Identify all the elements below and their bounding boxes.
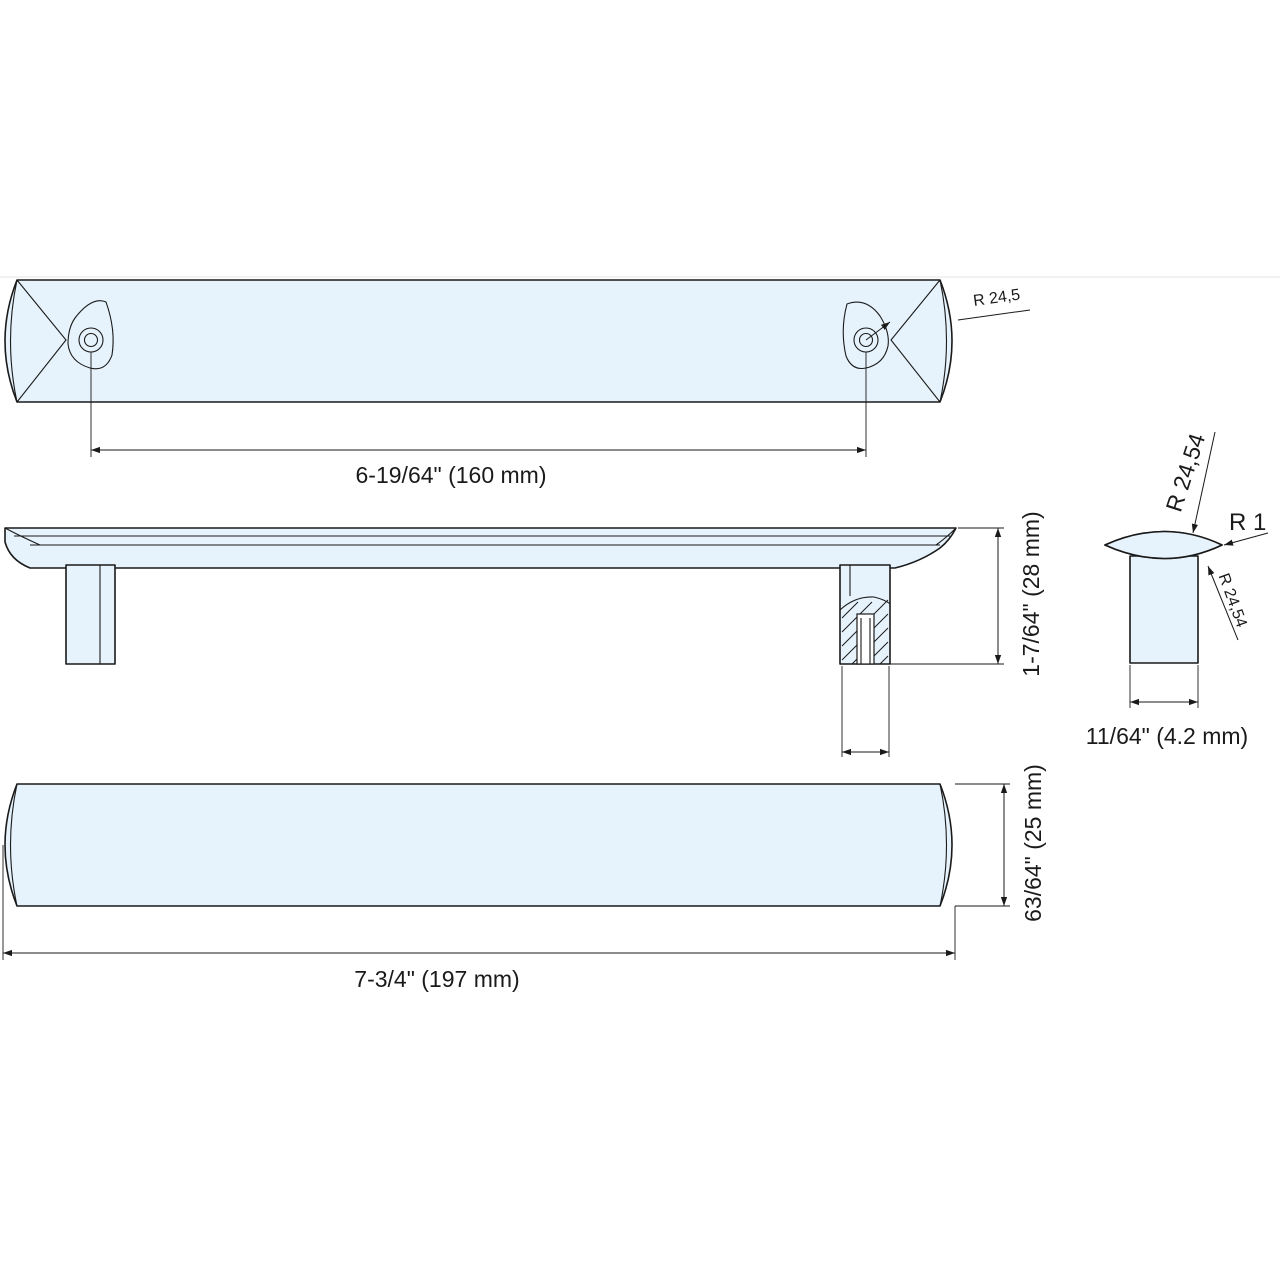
end-radius-leader — [957, 309, 1031, 321]
top-view-outline — [4, 279, 953, 403]
side-radius-label: R 24,54 — [1215, 571, 1250, 630]
bottom-view-outline — [4, 783, 953, 907]
side-radius-leader — [1207, 565, 1239, 641]
side-view: 1-7/64" (28 mm) — [4, 511, 1044, 757]
bottom-view-right-edge — [939, 783, 948, 907]
bottom-view: 63/64" (25 mm) 7-3/4" (197 mm) — [2, 764, 1046, 992]
threaded-insert — [856, 613, 875, 665]
edge-radius-leader — [1223, 532, 1269, 546]
width-label: 63/64" (25 mm) — [1020, 764, 1046, 922]
cross-section-leg — [1129, 555, 1199, 664]
cross-section-outline — [1104, 530, 1223, 560]
hole-spacing-label: 6-19/64" (160 mm) — [356, 462, 547, 488]
bottom-view-left-edge — [9, 783, 18, 907]
cross-section-view: R 24,54 R 1 R 24,54 11/64" (4.2 mm) — [1086, 430, 1269, 749]
top-radius-label: R 24,54 — [1161, 430, 1211, 515]
height-label: 1-7/64" (28 mm) — [1018, 511, 1044, 676]
left-mounting-boss — [67, 300, 114, 370]
overall-length-label: 7-3/4" (197 mm) — [354, 966, 519, 992]
edge-radius-label: R 1 — [1229, 509, 1266, 536]
side-view-left-tip — [4, 527, 41, 546]
top-view-right-facet — [890, 279, 948, 403]
side-view-right-tip — [935, 527, 957, 546]
side-view-bar — [4, 527, 957, 569]
left-leg — [65, 564, 116, 665]
left-screw-hole-inner — [83, 332, 99, 348]
top-view-left-facet — [9, 279, 67, 403]
leg-thickness-label: 11/64" (4.2 mm) — [1086, 723, 1248, 749]
top-view: R 24,5 6-19/64" (160 mm) — [4, 279, 1031, 488]
end-radius-arrow — [865, 321, 891, 341]
right-mounting-boss — [842, 301, 889, 370]
end-radius-label: R 24,5 — [972, 287, 1021, 310]
right-leg-break-line — [839, 596, 891, 611]
right-screw-hole-inner — [858, 332, 874, 348]
top-radius-leader — [1191, 431, 1216, 534]
